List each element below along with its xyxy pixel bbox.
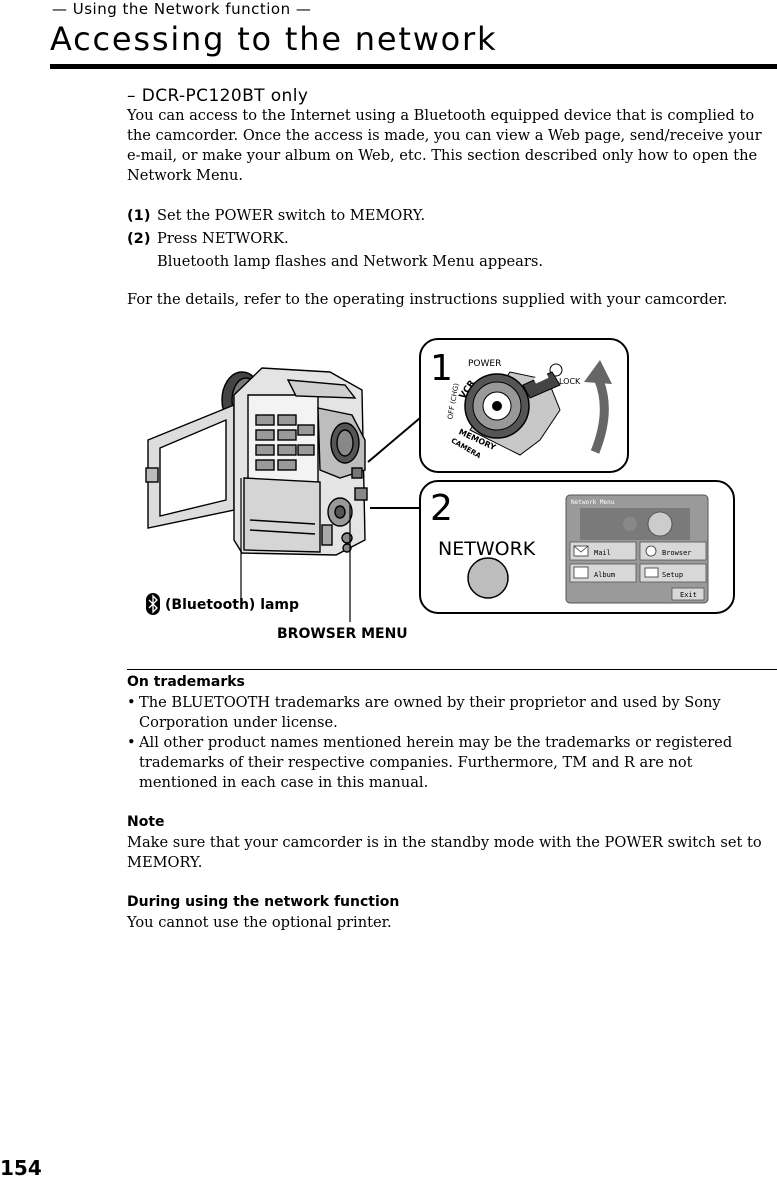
step-text: Set the POWER switch to MEMORY. <box>157 207 426 224</box>
network-label: NETWORK <box>438 538 536 560</box>
menu-title: Network Menu <box>571 499 615 506</box>
page-title: Accessing to the network <box>50 20 498 58</box>
menu-exit-label: Exit <box>680 591 697 599</box>
browser-icon <box>645 545 657 557</box>
model-note: – DCR-PC120BT only <box>127 86 309 106</box>
camcorder-drawing <box>145 367 368 556</box>
callout-1: 1 POWER LOCK VCR OFF (CHG) MEMORY CAMERA <box>367 338 629 473</box>
power-label: POWER <box>468 359 501 369</box>
bullet-dot: • <box>127 694 136 711</box>
lock-label: LOCK <box>559 377 581 386</box>
orb-icon <box>623 517 637 531</box>
trademark-bullet: •All other product names mentioned herei… <box>127 733 767 793</box>
network-button-icon <box>467 557 509 599</box>
section-header: — Using the Network function — <box>52 0 312 18</box>
bullet-text: All other product names mentioned herein… <box>139 734 733 791</box>
menu-exit-item <box>671 587 705 601</box>
menu-browser-item <box>639 541 707 561</box>
step-text: Press NETWORK. <box>157 230 289 247</box>
step-number: (1) <box>127 207 151 224</box>
setup-icon <box>644 567 659 578</box>
menu-mail-label: Mail <box>594 549 611 557</box>
step-number: (2) <box>127 230 151 247</box>
bluetooth-icon <box>146 593 160 615</box>
globe-icon <box>647 511 673 537</box>
power-dial: VCR OFF (CHG) MEMORY CAMERA <box>446 371 561 460</box>
trademarks-heading: On trademarks <box>127 674 245 690</box>
callout-2: 2 NETWORK Network Menu Mail Browser Albu… <box>370 480 735 614</box>
trademark-bullet: •The BLUETOOTH trademarks are owned by t… <box>127 693 767 733</box>
mail-icon <box>573 545 589 557</box>
menu-setup-label: Setup <box>662 571 683 579</box>
browser-menu-label: BROWSER MENU <box>277 626 408 642</box>
bullet-text: The BLUETOOTH trademarks are owned by th… <box>139 694 721 731</box>
network-menu-screen: Network Menu Mail Browser Album Setup Ex… <box>565 494 709 604</box>
callout-1-number: 1 <box>430 348 453 389</box>
bullet-dot: • <box>127 734 136 751</box>
step-2-detail: Bluetooth lamp flashes and Network Menu … <box>157 253 543 270</box>
note-heading: Note <box>127 814 165 830</box>
title-rule <box>50 64 777 69</box>
intro-paragraph: You can access to the Internet using a B… <box>127 107 762 184</box>
during-text: You cannot use the optional printer. <box>127 914 392 931</box>
rotation-arrow-icon <box>590 376 609 454</box>
rotation-arrowhead-icon <box>584 360 612 384</box>
step-2: (2) Press NETWORK. <box>127 228 289 249</box>
trademark-rule <box>127 669 777 670</box>
details-note: For the details, refer to the operating … <box>127 291 728 308</box>
menu-browser-label: Browser <box>662 549 692 557</box>
bluetooth-lamp-label: (Bluetooth) lamp <box>165 597 299 613</box>
note-text: Make sure that your camcorder is in the … <box>127 834 762 871</box>
during-heading: During using the network function <box>127 894 400 910</box>
page-number: 154 <box>0 1156 42 1180</box>
callout-2-number: 2 <box>430 488 453 529</box>
album-icon <box>573 566 589 579</box>
menu-album-label: Album <box>594 571 615 579</box>
step-1: (1) Set the POWER switch to MEMORY. <box>127 205 425 226</box>
camcorder-illustration: 1 POWER LOCK VCR OFF (CHG) MEMORY CAMERA… <box>145 338 735 642</box>
